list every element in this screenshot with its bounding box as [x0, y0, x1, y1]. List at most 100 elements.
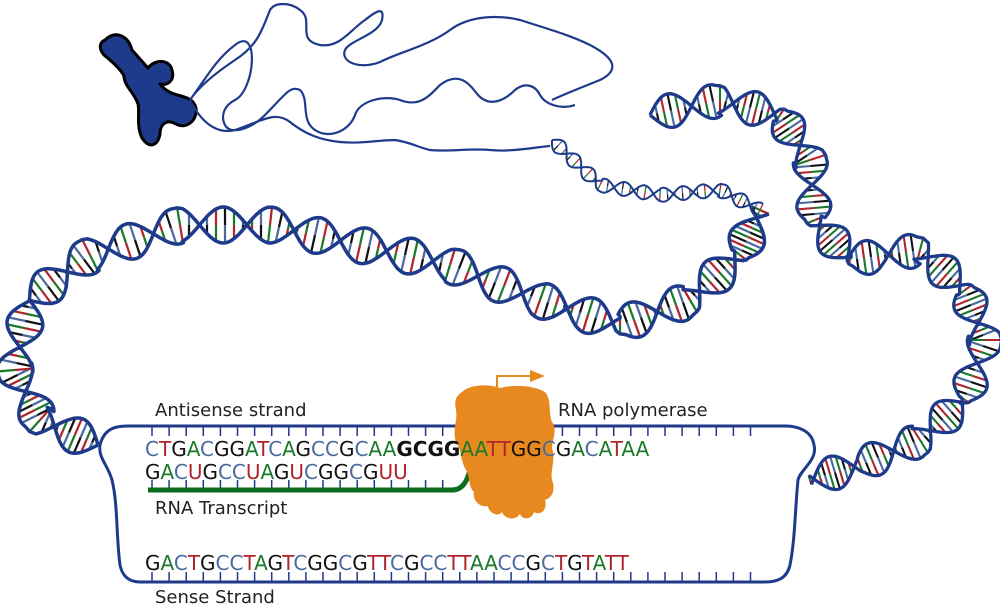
- base-letter: G: [404, 551, 420, 575]
- base-pair-rung: [867, 240, 873, 258]
- base-letter: A: [161, 460, 175, 484]
- base-pair-rung: [797, 206, 815, 211]
- base-pair-rung: [644, 185, 647, 193]
- base-pair-rung: [364, 246, 371, 264]
- base-pair-rung: [870, 442, 879, 458]
- base-pair-rung: [919, 439, 929, 454]
- base-letter: C: [419, 551, 433, 575]
- base-letter: A: [187, 437, 201, 461]
- base-pair-rung: [930, 269, 944, 284]
- base-pair-rung: [169, 227, 178, 245]
- base-pair-rung: [23, 326, 42, 333]
- base-letter: T: [256, 437, 270, 461]
- base-pair-rung: [749, 231, 765, 240]
- base-pair-rung: [634, 301, 643, 318]
- base-pair-rung: [759, 203, 764, 211]
- base-pair-rung: [621, 181, 625, 189]
- base-letter: T: [281, 551, 295, 575]
- base-pair-rung: [828, 225, 841, 237]
- base-pair-rung: [81, 239, 92, 256]
- base-pair-rung: [313, 217, 320, 236]
- base-letter: C: [512, 551, 526, 575]
- base-pair-rung: [1, 373, 19, 384]
- base-pair-rung: [669, 288, 678, 306]
- base-letter: A: [636, 437, 650, 461]
- base-pair-rung: [970, 297, 988, 306]
- base-pair-rung: [83, 258, 96, 275]
- base-pair-rung: [79, 421, 89, 438]
- base-letter: G: [333, 460, 349, 484]
- base-pair-rung: [7, 378, 21, 388]
- base-letter: G: [323, 551, 339, 575]
- base-pair-rung: [632, 319, 642, 338]
- base-letter: T: [486, 437, 500, 461]
- base-pair-rung: [268, 207, 274, 226]
- base-pair-rung: [701, 88, 708, 104]
- base-pair-rung: [119, 226, 128, 244]
- base-pair-rung: [719, 272, 733, 287]
- rna-polymerase-label: RNA polymerase: [558, 400, 708, 421]
- base-pair-rung: [367, 230, 374, 248]
- base-pair-rung: [739, 193, 744, 201]
- base-pair-rung: [676, 108, 683, 124]
- base-pair-rung: [935, 273, 948, 287]
- base-letter: C: [349, 460, 363, 484]
- base-letter: G: [202, 460, 218, 484]
- base-pair-rung: [757, 110, 764, 125]
- base-pair-rung: [128, 223, 137, 241]
- base-letter: G: [444, 437, 460, 461]
- base-pair-rung: [124, 242, 133, 260]
- base-letter: G: [339, 437, 355, 461]
- base-pair-rung: [36, 271, 49, 288]
- rna-transcript-label: RNA Transcript: [155, 498, 287, 519]
- base-letter: G: [352, 551, 367, 575]
- base-letter: C: [268, 437, 282, 461]
- base-letter: G: [318, 460, 334, 484]
- base-pair-rung: [828, 247, 841, 258]
- base-letter: C: [585, 437, 599, 461]
- base-pair-rung: [795, 154, 808, 164]
- base-pair-rung: [728, 238, 745, 248]
- base-pair-rung: [950, 411, 963, 424]
- base-letter: A: [261, 460, 275, 484]
- base-pair-rung: [451, 268, 461, 286]
- helix-backbone: [648, 83, 1000, 486]
- base-pair-rung: [970, 381, 988, 389]
- base-pair-rung: [546, 285, 555, 303]
- base-pair-rung: [714, 257, 726, 270]
- base-letter: G: [274, 460, 290, 484]
- base-pair-rung: [756, 209, 761, 217]
- base-pair-rung: [77, 263, 88, 276]
- base-pair-rung: [813, 199, 830, 204]
- base-pair-rung: [711, 101, 718, 119]
- base-pair-rung: [959, 370, 974, 377]
- base-pair-rung: [707, 259, 721, 274]
- base-pair-rung: [982, 328, 997, 336]
- base-letter: T: [187, 551, 201, 575]
- base-pair-rung: [31, 397, 47, 407]
- base-pair-rung: [820, 462, 827, 476]
- base-letter: G: [511, 437, 527, 461]
- base-pair-rung: [0, 368, 16, 373]
- base-letter: T: [610, 437, 624, 461]
- base-pair-rung: [703, 184, 706, 192]
- base-pair-rung: [968, 387, 985, 395]
- base-pair-rung: [745, 240, 763, 250]
- base-pair-rung: [814, 211, 829, 216]
- base-pair-rung: [444, 264, 452, 282]
- base-pair-rung: [809, 153, 826, 161]
- base-pair-rung: [865, 462, 873, 476]
- base-pair-rung: [68, 252, 79, 265]
- base-letter: C: [145, 437, 159, 461]
- base-letter: U: [393, 460, 408, 484]
- dna-thread: [189, 2, 614, 152]
- base-pair-rung: [750, 108, 758, 126]
- base-pair-rung: [72, 244, 85, 261]
- base-letter: U: [188, 460, 203, 484]
- base-pair-rung: [760, 96, 767, 111]
- base-pair-rung: [28, 419, 41, 433]
- base-pair-rung: [791, 123, 806, 134]
- base-letter: G: [145, 460, 161, 484]
- base-pair-rung: [729, 233, 747, 243]
- base-pair-rung: [743, 244, 760, 254]
